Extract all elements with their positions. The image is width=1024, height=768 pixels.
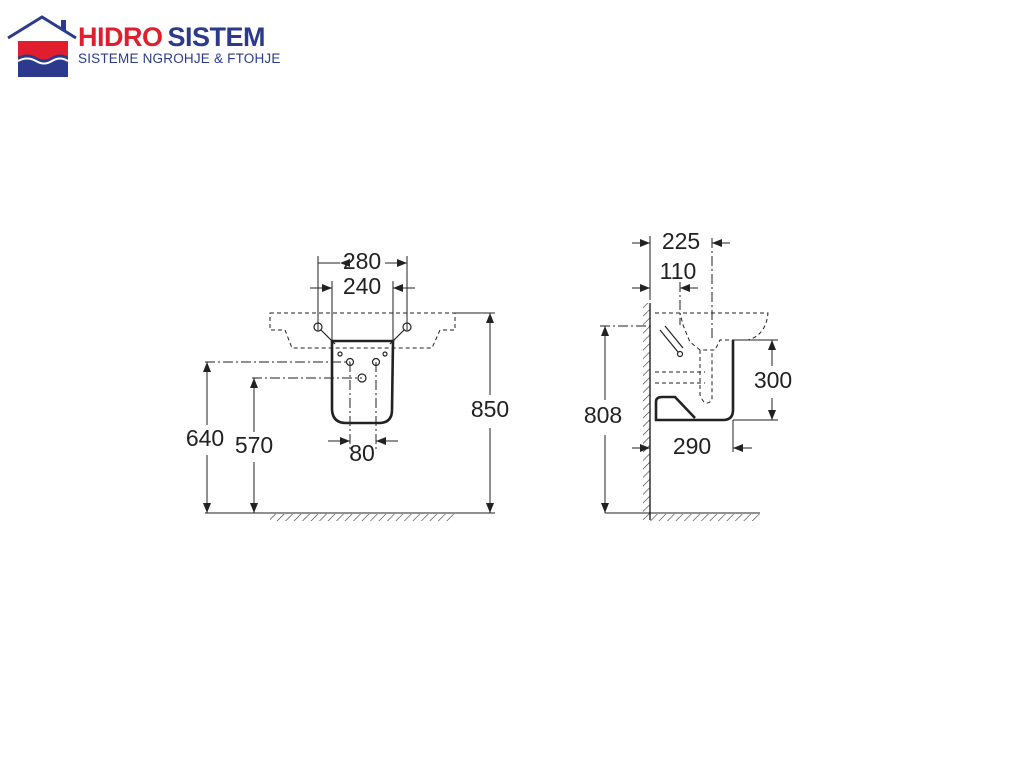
basin-outline-side — [655, 312, 769, 351]
dim-225: 225 — [662, 228, 700, 254]
brand-blue: SISTEM — [167, 22, 266, 52]
pedestal — [330, 339, 395, 425]
dim-808: 808 — [584, 402, 622, 428]
dim-110: 110 — [660, 258, 697, 284]
dim-80: 80 — [349, 440, 375, 466]
floor — [650, 514, 760, 521]
basin-outline — [269, 312, 456, 349]
dim-640: 640 — [186, 425, 224, 451]
side-view — [600, 236, 778, 521]
pedestal-side — [654, 340, 735, 422]
dim-280: 280 — [343, 248, 381, 274]
brand-red: HIDRO — [78, 22, 163, 52]
dim-290: 290 — [673, 433, 711, 459]
house-logo-icon — [7, 15, 77, 77]
side-dimension-labels: 225 110 808 300 290 — [584, 228, 792, 459]
dim-850: 850 — [471, 396, 509, 422]
wall — [643, 303, 650, 520]
front-view — [203, 256, 495, 521]
dim-300: 300 — [754, 367, 792, 393]
dim-570: 570 — [235, 432, 273, 458]
front-dimension-labels: 280 240 640 570 850 80 — [186, 248, 509, 466]
brand-tagline: SISTEME NGROHJE & FTOHJE — [78, 51, 281, 66]
dim-240: 240 — [343, 273, 381, 299]
